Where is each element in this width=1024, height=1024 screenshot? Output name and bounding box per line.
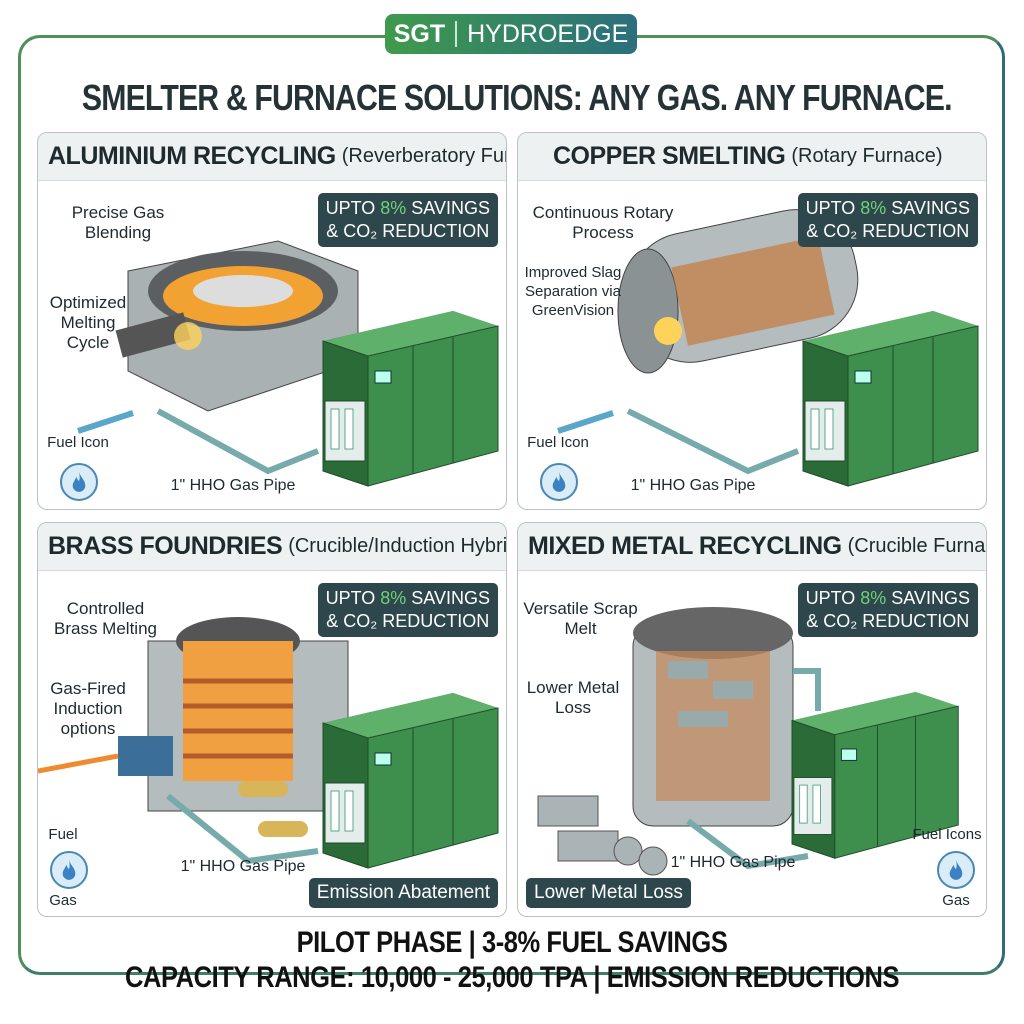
emission-abatement-tag: Emission Abatement [308,878,498,908]
panel-header: COPPER SMELTING(Rotary Furnace) [518,133,986,181]
brand-right: HYDROEDGE [467,19,629,48]
label-hho-gas-pipe: 1" HHO Gas Pipe [170,477,296,494]
label-fuel-icon: Fuel Icon [47,434,109,451]
panel-subtitle: (Reverberatory Furnace) [341,145,506,167]
flame-icon [540,463,578,501]
label-precise-gas-blending: Precise Gas Blending [71,203,165,242]
panel-header: ALUMINIUM RECYCLING(Reverberatory Furnac… [38,133,506,181]
rotary-furnace-illustration [557,209,859,475]
panel-title: MIXED METAL RECYCLING [528,532,842,560]
label-lower-metal-loss: Lower Metal Loss [526,678,620,717]
label-gas: Gas [942,892,970,909]
savings-badge: UPTO 8% SAVINGS& CO₂ REDUCTION [317,193,498,247]
hho-generator-machine [303,673,503,873]
brand-badge: SGT HYDROEDGE [385,14,637,54]
panel-subtitle: (Crucible/Induction Hybrid) [288,535,507,557]
savings-badge: UPTO 8% SAVINGS& CO₂ REDUCTION [797,193,978,247]
hho-generator-machine [303,291,503,491]
label-fuel: Fuel [48,826,78,843]
label-hho-gas-pipe: 1" HHO Gas Pipe [630,477,756,494]
panel-title: COPPER SMELTING [553,142,786,170]
panel-title: ALUMINIUM RECYCLING [48,142,336,170]
label-gas-fired-induction: Gas-Fired Induction options [50,679,126,738]
label-gas: Gas [49,892,77,909]
panel-copper-smelting: COPPER SMELTING(Rotary Furnace) UPTO 8% … [517,132,987,510]
panel-header: MIXED METAL RECYCLING(Crucible Furnace) [518,523,986,571]
panel-aluminium-recycling: ALUMINIUM RECYCLING(Reverberatory Furnac… [37,132,507,510]
crucible-furnace-illustration [537,607,821,876]
label-continuous-rotary-process: Continuous Rotary Process [532,203,674,242]
footer-line-2: CAPACITY RANGE: 10,000 - 25,000 TPA | EM… [124,961,900,994]
label-fuel-icons: Fuel Icons [912,826,982,843]
label-hho-gas-pipe: 1" HHO Gas Pipe [180,858,306,875]
reverberatory-furnace-illustration [77,240,359,475]
lower-metal-loss-tag: Lower Metal Loss [526,878,691,908]
flame-icon [50,851,88,889]
panel-subtitle: (Crucible Furnace) [847,535,986,557]
hho-generator-machine [783,291,983,491]
panel-brass-foundries: BRASS FOUNDRIES(Crucible/Induction Hybri… [37,522,507,917]
footer-line-1: PILOT PHASE | 3-8% FUEL SAVINGS [296,926,728,959]
label-fuel-icon: Fuel Icon [527,434,589,451]
page-title: SMELTER & FURNACE SOLUTIONS: ANY GAS. AN… [81,77,953,118]
panel-mixed-metal-recycling: MIXED METAL RECYCLING(Crucible Furnace) … [517,522,987,917]
label-optimized-melting-cycle: Optimized Melting Cycle [49,293,127,352]
label-hho-gas-pipe: 1" HHO Gas Pipe [670,854,796,871]
label-versatile-scrap-melt: Versatile Scrap Melt [523,599,638,638]
brand-divider [455,21,458,47]
panel-subtitle: (Rotary Furnace) [791,145,943,167]
panel-header: BRASS FOUNDRIES(Crucible/Induction Hybri… [38,523,506,571]
panel-title: BRASS FOUNDRIES [48,532,283,560]
crucible-induction-furnace-illustration [38,617,349,865]
savings-badge: UPTO 8% SAVINGS& CO₂ REDUCTION [317,583,498,637]
flame-icon [937,851,975,889]
savings-badge: UPTO 8% SAVINGS& CO₂ REDUCTION [797,583,978,637]
label-controlled-brass-melting: Controlled Brass Melting [54,599,157,638]
brand-left: SGT [393,19,446,48]
label-improved-slag-separation: Improved Slag Separation via GreenVision [524,264,622,319]
flame-icon [60,463,98,501]
